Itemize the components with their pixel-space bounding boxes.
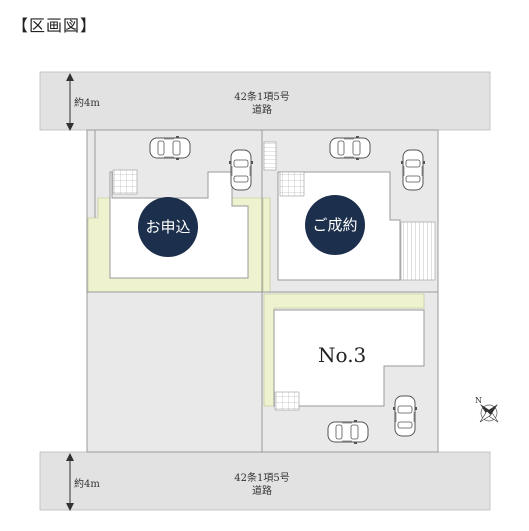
fence [400,221,436,281]
top-road-name: 42条1項5号 [234,90,289,103]
car-icon [228,149,254,191]
lot-a-status-text: お申込 [145,218,190,236]
bottom-road-width-dimension: 約4m [66,453,100,511]
car-icon [327,419,369,445]
porch-tiles [279,171,305,197]
compass-label: N [475,396,482,405]
car-icon [392,395,418,437]
top-road-width-dimension: 約4m [66,73,100,131]
lot-b: ご成約 [261,129,439,293]
top-road-type: 道路 [252,103,272,116]
car-icon [400,149,426,191]
page-title: 【区画図】 [12,16,98,35]
lot-a-status-badge [138,197,198,257]
lot-b-status-badge [305,195,365,255]
lot-bottom-left [86,291,263,453]
porch-tiles [274,391,300,411]
bottom-road: 42条1項5号 道路 [39,451,491,511]
car-icon [149,135,191,161]
car-icon [329,135,371,161]
bottom-road-width-label: 約4m [74,477,100,490]
lot-c: No.3 [261,291,439,453]
north-compass-icon: N [475,396,499,423]
top-road: 42条1項5号 道路 [39,71,491,131]
bottom-road-name: 42条1項5号 [234,471,289,484]
porch-tiles [112,169,138,195]
lot-c-number: No.3 [318,343,366,367]
lot-a: お申込 [87,129,263,293]
lot-b-status-text: ご成約 [312,216,357,234]
bottom-road-type: 道路 [252,484,272,497]
top-road-width-label: 約4m [74,96,100,109]
stairs [263,141,277,171]
